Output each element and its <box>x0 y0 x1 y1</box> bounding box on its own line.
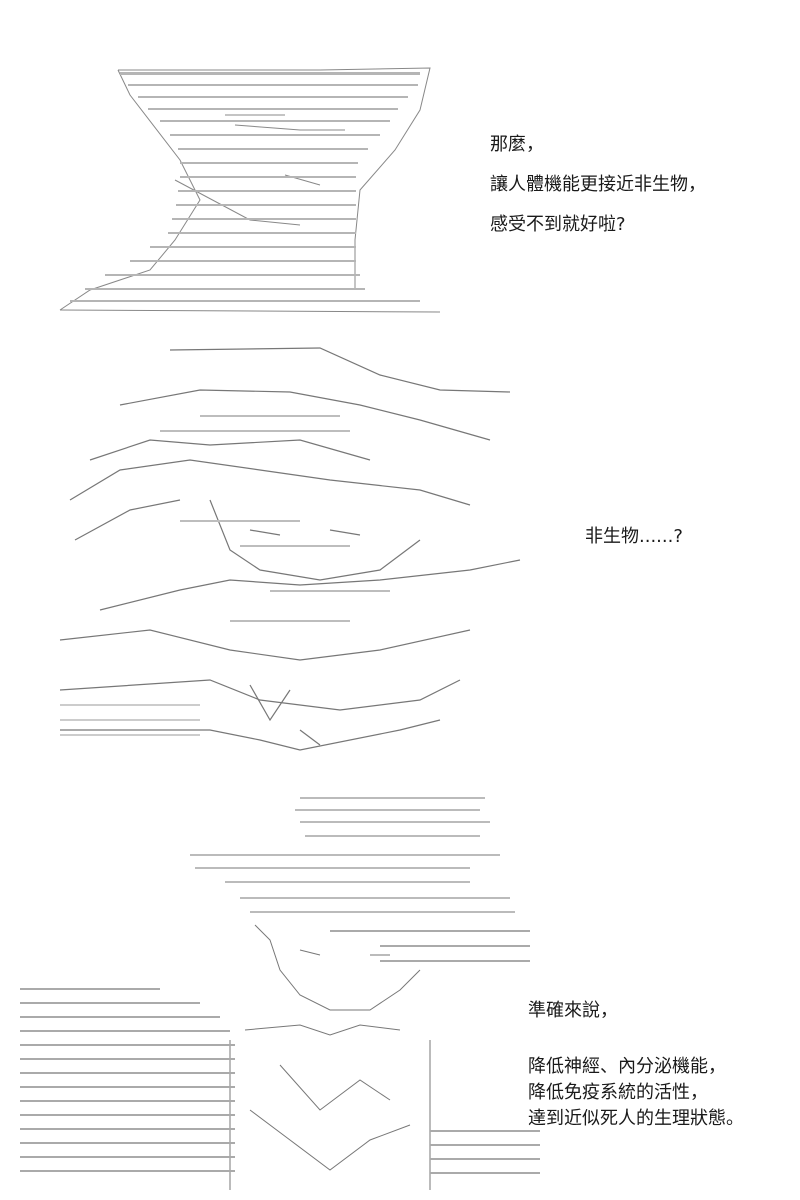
dialogue-line: 非生物......? <box>585 526 683 547</box>
dialogue-line: 準確來說， <box>528 1000 618 1021</box>
ascii-art-figure-2 <box>59 347 521 751</box>
panel-3: 準確來說， 降低神經、內分泌機能， 降低免疫系統的活性， 達到近似死人的生理狀態… <box>0 780 800 1200</box>
panel-3-dialogue: 準確來說， 降低神經、內分泌機能， 降低免疫系統的活性， 達到近似死人的生理狀態… <box>528 998 744 1132</box>
panel-2: 非生物......? <box>0 330 800 780</box>
panel-1-dialogue: 那麼， 讓人體機能更接近非生物， 感受不到就好啦? <box>490 132 706 238</box>
dialogue-line: 讓人體機能更接近非生物， <box>490 174 706 196</box>
dialogue-line: 感受不到就好啦? <box>490 214 626 236</box>
dialogue-line: 降低免疫系統的活性， <box>528 1082 708 1104</box>
ascii-art-figure-1 <box>59 67 441 313</box>
dialogue-line: 達到近似死人的生理狀態。 <box>528 1108 744 1130</box>
dialogue-line: 那麼， <box>490 134 544 155</box>
panel-2-dialogue: 非生物......? <box>585 524 683 550</box>
ascii-art-figure-3 <box>20 797 540 1190</box>
dialogue-line: 降低神經、內分泌機能， <box>528 1056 726 1078</box>
panel-1: 那麼， 讓人體機能更接近非生物， 感受不到就好啦? <box>0 0 800 330</box>
